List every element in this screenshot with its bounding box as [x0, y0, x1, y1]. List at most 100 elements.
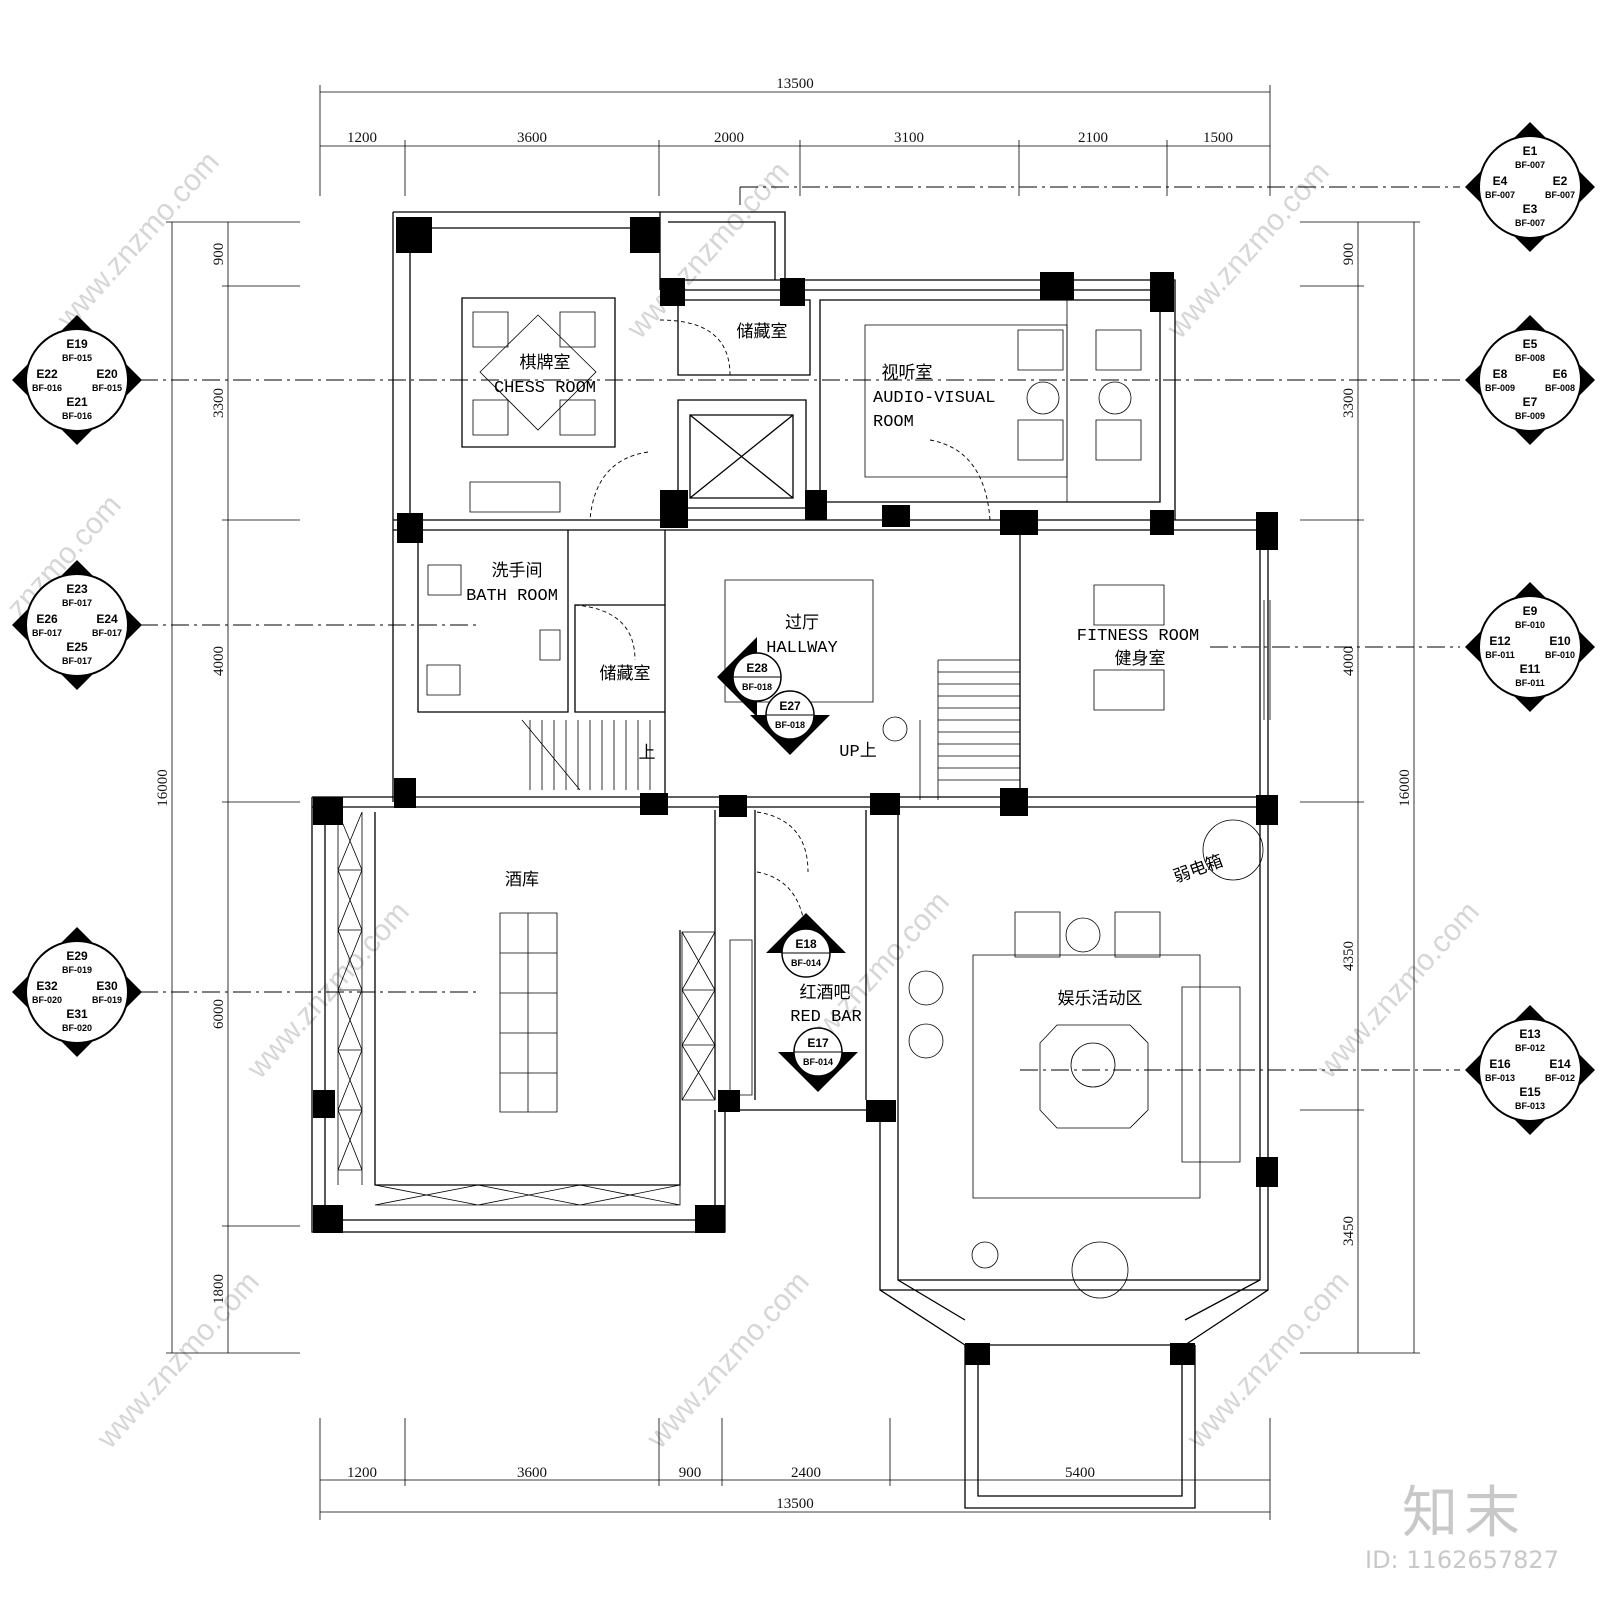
marker-tag: E24 — [96, 612, 118, 626]
room-label-bath-en: BATH ROOM — [466, 587, 558, 606]
marker-tag: E10 — [1549, 634, 1571, 648]
marker-ref: BF-017 — [62, 656, 92, 666]
dim-top-seg: 3600 — [517, 130, 547, 146]
marker-tag: E20 — [96, 367, 118, 381]
room-label-hallway-cn: 过厅 — [785, 613, 819, 633]
watermark-text: www.znzmo.com — [1310, 895, 1486, 1085]
marker-tag: E32 — [36, 979, 58, 993]
room-label-av-en1: AUDIO-VISUAL — [873, 389, 995, 408]
marker-tag: E14 — [1549, 1057, 1571, 1071]
dimension-left: 16000 900 3300 4000 6000 1800 — [155, 221, 300, 1354]
dim-bottom-seg: 1200 — [347, 1465, 377, 1481]
room-label-storage-top: 储藏室 — [737, 322, 788, 342]
watermark-text: www.znzmo.com — [90, 1265, 266, 1455]
marker-ref: BF-017 — [62, 598, 92, 608]
marker-ref: BF-018 — [775, 720, 805, 730]
dim-top-seg: 3100 — [894, 130, 924, 146]
single-marker-e18: E18 BF-014 — [766, 913, 846, 978]
dim-left-seg: 3300 — [211, 388, 227, 418]
watermark-text: www.znzmo.com — [50, 145, 226, 335]
marker-ref: BF-008 — [1545, 383, 1575, 393]
marker-tag: E31 — [66, 1007, 88, 1021]
marker-tag: E12 — [1489, 634, 1511, 648]
dim-right-total: 16000 — [1397, 769, 1413, 807]
room-label-bath-cn: 洗手间 — [492, 561, 543, 581]
dim-left-seg: 4000 — [211, 646, 227, 676]
marker-tag: E4 — [1493, 174, 1508, 188]
room-label-chess-cn: 棋牌室 — [520, 353, 571, 373]
marker-ref: BF-009 — [1485, 383, 1515, 393]
marker-tag: E3 — [1523, 202, 1538, 216]
marker-ref: BF-011 — [1515, 678, 1545, 688]
dim-top-seg: 1500 — [1203, 130, 1233, 146]
dim-left-seg: 6000 — [211, 999, 227, 1029]
dim-top-total: 13500 — [776, 76, 814, 92]
marker-ref: BF-017 — [92, 628, 122, 638]
watermark-text: www.znzmo.com — [640, 1265, 816, 1455]
marker-tag: E15 — [1519, 1085, 1541, 1099]
room-label-entertainment: 娱乐活动区 — [1058, 989, 1143, 1009]
dim-left-total: 16000 — [155, 769, 171, 807]
dimension-bottom: 1200 3600 900 2400 5400 13500 — [319, 1418, 1271, 1520]
room-labels: 棋牌室 CHESS ROOM 储藏室 视听室 AUDIO-VISUAL ROOM… — [466, 322, 1226, 1027]
elevation-marker-m2: E5 BF-008 E6 BF-008 E7 BF-009 E8 BF-009 — [1465, 315, 1595, 445]
marker-ref: BF-007 — [1515, 160, 1545, 170]
dim-left-seg: 1800 — [211, 1274, 227, 1304]
dim-bottom-total: 13500 — [776, 1496, 814, 1512]
marker-tag: E6 — [1553, 367, 1568, 381]
marker-ref: BF-014 — [791, 958, 821, 968]
door-swings — [574, 319, 991, 931]
marker-ref: BF-020 — [62, 1023, 92, 1033]
walls — [311, 211, 1271, 1509]
marker-tag: E1 — [1523, 144, 1538, 158]
watermark-text: www.znzmo.com — [240, 895, 416, 1085]
dim-bottom-seg: 2400 — [791, 1465, 821, 1481]
dimension-right: 900 3300 4000 4350 3450 16000 — [1300, 221, 1420, 1354]
dim-left-seg: 900 — [211, 243, 227, 266]
marker-tag: E25 — [66, 640, 88, 654]
marker-tag: E2 — [1553, 174, 1568, 188]
marker-tag: E23 — [66, 582, 88, 596]
marker-tag: E7 — [1523, 395, 1538, 409]
stair-up-label-hallway: UP上 — [839, 741, 876, 762]
room-label-av-en2: ROOM — [873, 413, 914, 432]
marker-ref: BF-012 — [1515, 1043, 1545, 1053]
marker-ref: BF-019 — [62, 965, 92, 975]
watermark-text: www.znzmo.com — [1160, 155, 1336, 345]
dim-top-seg: 2000 — [714, 130, 744, 146]
marker-ref: BF-008 — [1515, 353, 1545, 363]
room-label-fitness-en: FITNESS ROOM — [1077, 627, 1199, 646]
marker-ref: BF-011 — [1485, 650, 1515, 660]
marker-ref: BF-015 — [62, 353, 92, 363]
marker-ref: BF-019 — [92, 995, 122, 1005]
dim-right-seg: 3300 — [1341, 388, 1357, 418]
marker-ref: BF-018 — [742, 682, 772, 692]
marker-ref: BF-016 — [62, 411, 92, 421]
image-id-label: ID: 1162657827 — [1365, 1546, 1559, 1574]
marker-tag: E16 — [1489, 1057, 1511, 1071]
marker-ref: BF-009 — [1515, 411, 1545, 421]
brand-logo: 知末 — [1402, 1481, 1526, 1546]
dim-right-seg: 4350 — [1341, 941, 1357, 971]
marker-tag: E18 — [795, 937, 817, 951]
dim-top-seg: 1200 — [347, 130, 377, 146]
single-marker-e27: E27 BF-018 — [750, 690, 830, 755]
marker-tag: E28 — [746, 661, 768, 675]
dim-right-seg: 3450 — [1341, 1216, 1357, 1246]
dim-bottom-seg: 5400 — [1065, 1465, 1095, 1481]
marker-tag: E11 — [1520, 662, 1541, 676]
marker-ref: BF-020 — [32, 995, 62, 1005]
dim-bottom-seg: 3600 — [517, 1465, 547, 1481]
marker-tag: E8 — [1493, 367, 1508, 381]
marker-tag: E30 — [96, 979, 118, 993]
marker-ref: BF-007 — [1515, 218, 1545, 228]
marker-ref: BF-007 — [1485, 190, 1515, 200]
marker-ref: BF-010 — [1545, 650, 1575, 660]
room-label-av-cn: 视听室 — [882, 363, 933, 383]
marker-ref: BF-013 — [1515, 1101, 1545, 1111]
room-label-fitness-cn: 健身室 — [1115, 649, 1166, 669]
dim-top-seg: 2100 — [1078, 130, 1108, 146]
marker-tag: E27 — [779, 699, 801, 713]
structural-columns — [313, 217, 1278, 1365]
furniture — [426, 311, 1264, 1299]
